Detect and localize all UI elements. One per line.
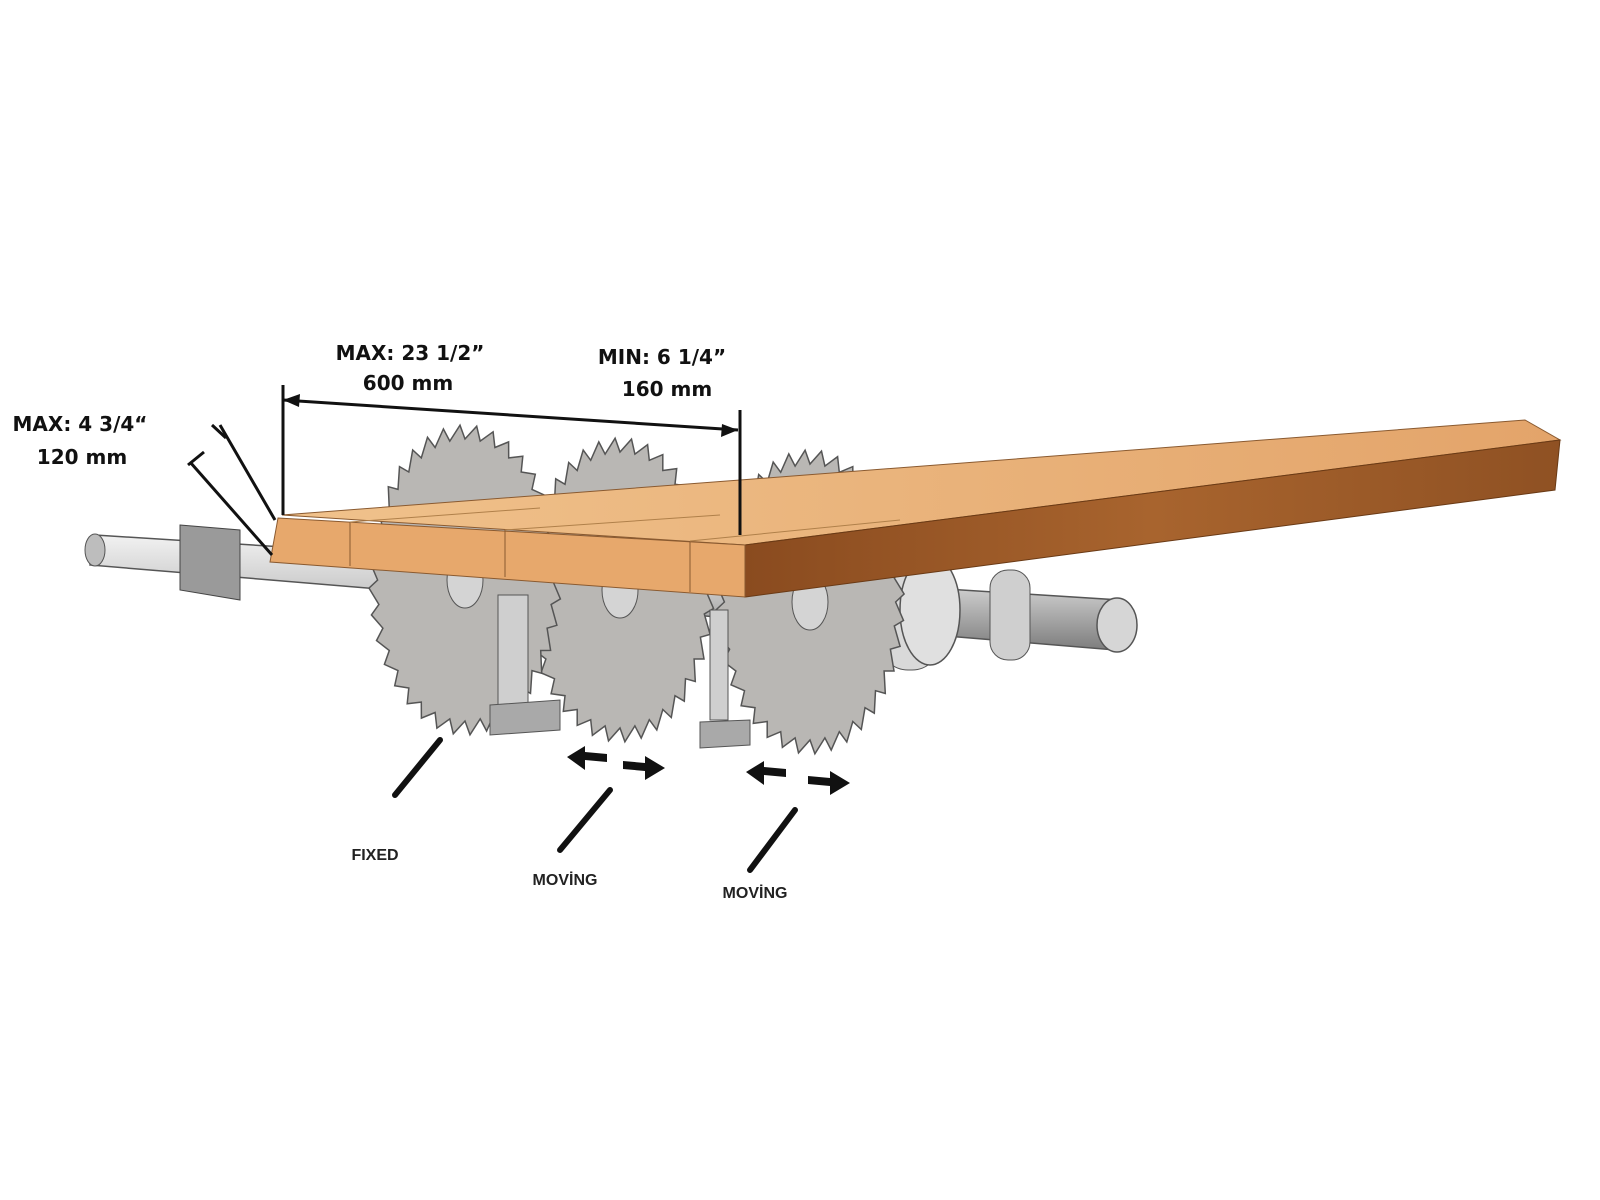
blade-support-1: [489, 594, 561, 736]
min-width-inches: MIN: 6 1/4”: [598, 345, 726, 369]
max-height-inches: MAX: 4 3/4“: [13, 412, 148, 436]
min-width-mm: 160 mm: [622, 377, 712, 401]
label-fixed: FIXED: [351, 847, 398, 864]
pointer-fixed: [392, 737, 443, 798]
pointer-moving-2: [747, 807, 798, 873]
max-width-inches: MAX: 23 1/2”: [336, 341, 485, 365]
max-height-mm: 120 mm: [37, 445, 127, 469]
wood-board: [269, 419, 1562, 598]
move-arrow-1: [567, 746, 665, 780]
label-moving-1: MOVİNG: [533, 871, 598, 889]
blade-support-2: [699, 609, 751, 749]
label-moving-2: MOVİNG: [723, 884, 788, 902]
dimension-height: [187, 423, 277, 556]
dimension-width: [281, 385, 742, 535]
pointer-moving-1: [557, 787, 613, 853]
move-arrow-2: [746, 761, 850, 795]
max-width-mm: 600 mm: [363, 371, 453, 395]
